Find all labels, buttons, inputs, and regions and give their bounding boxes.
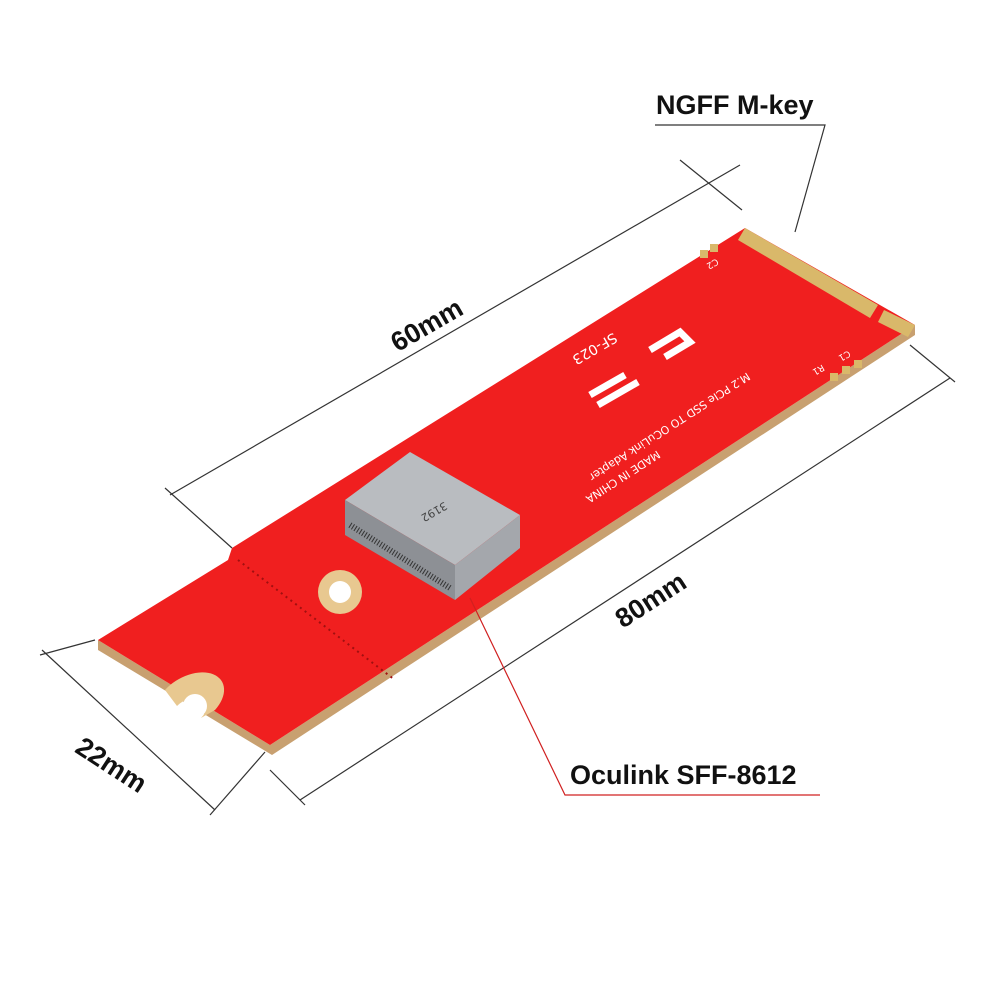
ngff-callout-line	[655, 124, 826, 233]
oculink-connector	[345, 452, 520, 600]
dim-80-line	[299, 377, 951, 801]
cy-logo	[588, 327, 696, 409]
pcb-board	[98, 228, 915, 745]
oculink-label: Oculink SFF-8612	[570, 760, 797, 790]
gold-fingers	[738, 228, 878, 318]
gold-fingers-short	[878, 310, 915, 337]
oculink-callout-line	[469, 597, 820, 796]
ngff-label: NGFF M-key	[656, 90, 814, 120]
dim-22-line	[41, 649, 216, 811]
dim-60-line	[169, 164, 741, 496]
